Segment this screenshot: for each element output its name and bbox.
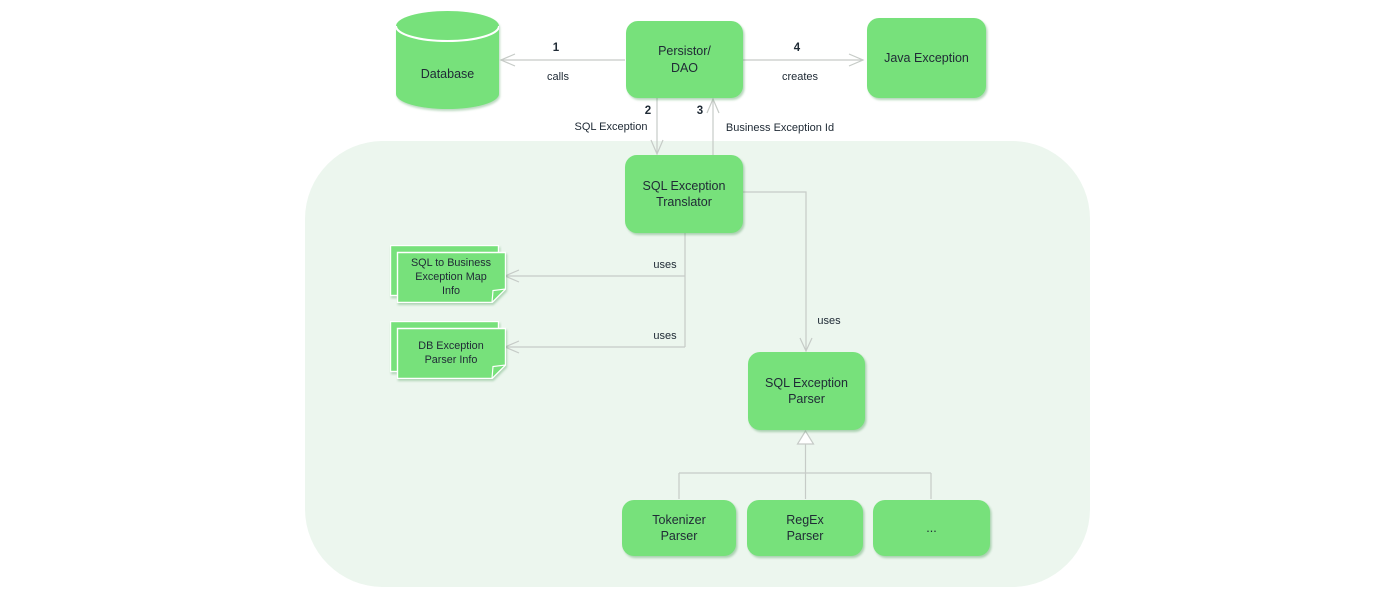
edge-creates-number: 4 [793,42,801,54]
note-stack-icon [390,321,506,379]
node-sql-to-business-exception-map-info: SQL to Business Exception Map Info [390,245,506,303]
node-database-label: Database [420,66,475,81]
edge-sql-exception-arrowhead [650,139,664,156]
edge-calls-number: 1 [552,42,560,54]
inheritance-triangle-icon [796,429,815,445]
edge-calls-label: calls [546,71,570,83]
database-cylinder-icon [396,11,499,110]
node-database: Database [396,10,499,110]
node-sql-to-business-exception-map-info-label: SQL to Business Exception Map Info [410,256,492,298]
node-persistor-dao: Persistor/ DAO [626,21,743,98]
edge-calls-arrowhead [499,53,516,67]
edge-uses-parser-line [743,191,807,350]
node-tokenizer-parser: Tokenizer Parser [622,500,736,556]
edge-creates-label: creates [781,71,819,83]
edge-uses-parser-info-label: uses [653,330,677,342]
node-regex-parser: RegEx Parser [747,500,863,556]
edge-uses-map-info-label: uses [653,259,677,271]
node-other-parser: ... [873,500,990,556]
edge-business-exception-id-label: Business Exception Id [725,122,835,134]
edge-creates-arrowhead [848,53,865,67]
node-java-exception: Java Exception [867,18,986,98]
edge-sql-exception-number: 2 [644,105,652,117]
edge-business-exception-id-arrowhead [706,97,720,114]
edge-sql-exception-label: SQL Exception [574,121,648,133]
node-db-exception-parser-info-label: DB Exception Parser Info [418,339,484,366]
edge-uses-parser-arrowhead [799,337,813,353]
edge-uses-parser-label: uses [817,315,841,327]
node-db-exception-parser-info: DB Exception Parser Info [390,321,506,379]
node-sql-exception-translator: SQL Exception Translator [625,155,743,233]
node-sql-exception-parser: SQL Exception Parser [748,352,865,430]
edge-business-exception-id-number: 3 [696,105,704,117]
note-stack-icon [390,245,506,303]
